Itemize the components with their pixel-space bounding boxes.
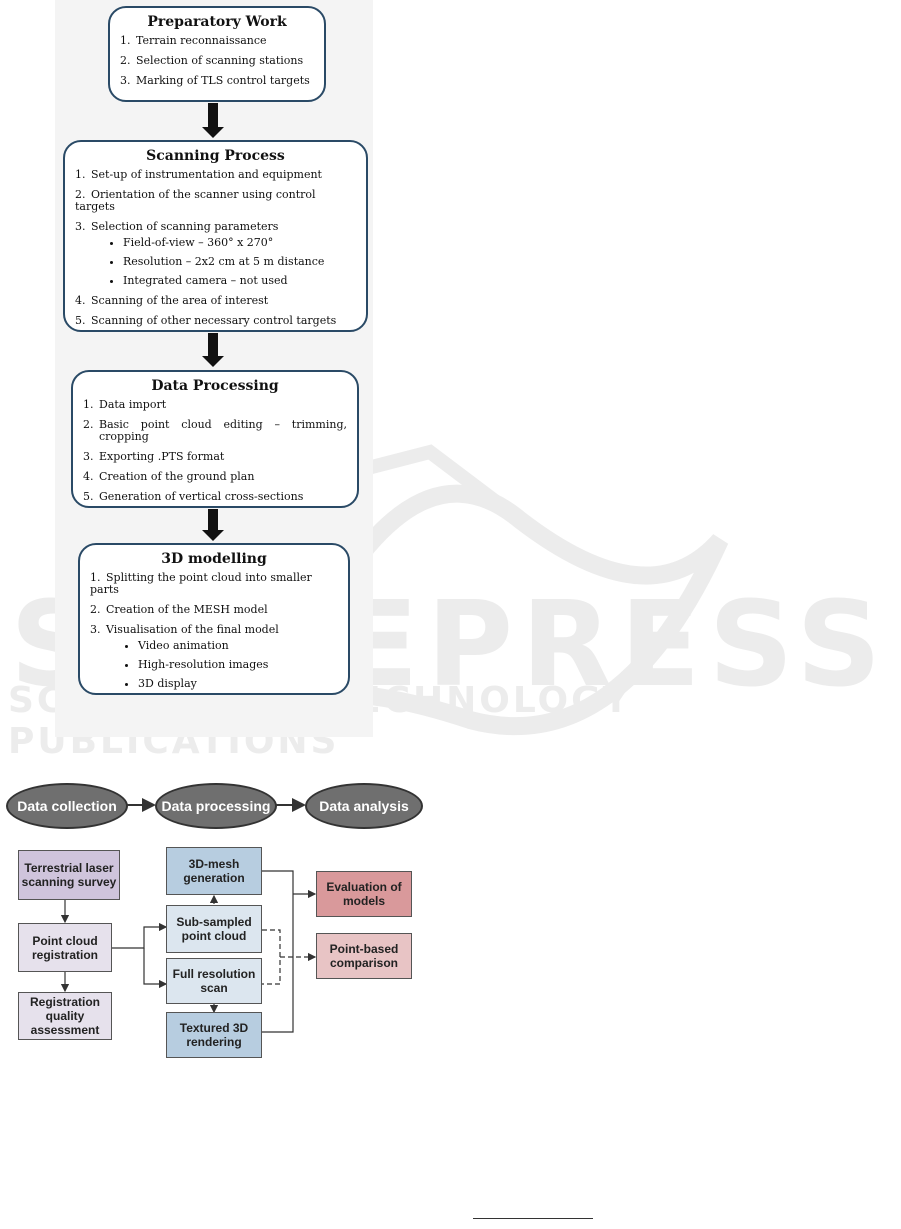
data-processing-box: Data Processing 1.Data import 2.Basic po…	[71, 370, 359, 508]
mesh-generation-box: 3D-mesh generation	[166, 847, 262, 895]
flow-arrow	[202, 333, 224, 367]
sub-list-item: High-resolution images	[138, 659, 338, 671]
list-item: 4.Creation of the ground plan	[83, 470, 255, 483]
evaluation-box: Evaluation of models	[316, 871, 412, 917]
list-item: 3.Marking of TLS control targets	[120, 74, 310, 87]
list-item: 1.Terrain reconnaissance	[120, 34, 267, 47]
list-item: 3.Selection of scanning parameters Field…	[75, 221, 356, 287]
list-item: 2.Selection of scanning stations	[120, 54, 304, 67]
3d-modelling-box: 3D modelling 1.Splitting the point cloud…	[78, 543, 350, 695]
list-item: 2.Creation of the MESH model	[90, 603, 268, 616]
list-item: 5.Generation of vertical cross-sections	[83, 490, 304, 503]
registration-box: Point cloud registration	[18, 923, 112, 972]
preparatory-work-box: Preparatory Work 1.Terrain reconnaissanc…	[108, 6, 326, 102]
sub-list-item: 3D display	[138, 678, 338, 690]
tls-survey-box: Terrestrial laser scanning survey	[18, 850, 120, 900]
list-item: 5.Scanning of other necessary control ta…	[75, 314, 337, 327]
list-item: 3.Exporting .PTS format	[83, 450, 225, 463]
list-item: 1.Data import	[83, 398, 167, 411]
scanning-title: Scanning Process	[146, 148, 285, 164]
footnote-rule	[473, 1218, 593, 1219]
list-item: 1.Splitting the point cloud into smaller…	[90, 571, 312, 596]
quality-assessment-box: Registration quality assessment	[18, 992, 112, 1040]
sub-list-item: Video animation	[138, 640, 338, 652]
stage-data-processing: Data processing	[155, 783, 277, 829]
stage-data-collection: Data collection	[6, 783, 128, 829]
full-resolution-box: Full resolution scan	[166, 958, 262, 1004]
modelling-title: 3D modelling	[161, 551, 267, 567]
list-item: 3.Visualisation of the final model Video…	[90, 624, 338, 690]
stage-data-analysis: Data analysis	[305, 783, 423, 829]
list-item: 4.Scanning of the area of interest	[75, 294, 269, 307]
preparatory-title: Preparatory Work	[147, 14, 287, 30]
list-item: 2.Orientation of the scanner using contr…	[75, 188, 316, 213]
list-item: 1.Set-up of instrumentation and equipmen…	[75, 168, 322, 181]
processing-title: Data Processing	[151, 378, 279, 394]
scanning-process-box: Scanning Process 1.Set-up of instrumenta…	[63, 140, 368, 332]
flow-arrow	[202, 103, 224, 138]
textured-rendering-box: Textured 3D rendering	[166, 1012, 262, 1058]
flow-arrow	[202, 509, 224, 541]
sub-list-item: Field-of-view – 360° x 270°	[123, 237, 356, 249]
sub-list-item: Integrated camera – not used	[123, 275, 356, 287]
sub-list-item: Resolution – 2x2 cm at 5 m distance	[123, 256, 356, 268]
list-item: 2.Basic point cloud editing – trimming, …	[83, 418, 347, 443]
subsampled-cloud-box: Sub-sampled point cloud	[166, 905, 262, 953]
point-comparison-box: Point-based comparison	[316, 933, 412, 979]
